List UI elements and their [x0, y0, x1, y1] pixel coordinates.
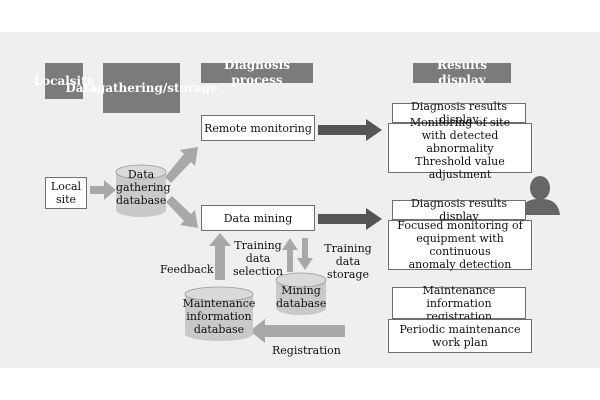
gathering-database-cylinder — [115, 164, 167, 217]
header-diagnosis-process-line: Diagnosis process — [224, 58, 290, 87]
diagnosis-results-body-1-line: with detected abnormality — [421, 128, 499, 155]
registration-label-line: Registration — [272, 344, 341, 357]
diagnosis-results-title-2: Diagnosis results display — [392, 197, 526, 223]
arrow-database-to-remote — [165, 147, 198, 183]
diagnosis-results-title-2-line: Diagnosis results display — [410, 197, 508, 223]
maintenance-work-plan-box-line: work plan — [432, 336, 488, 349]
mining-database-label-line: Mining — [281, 284, 321, 297]
gathering-database-label-line: database — [116, 194, 167, 207]
header-results-display-line: Results display — [437, 58, 487, 87]
gathering-database-label-line: gathering — [116, 181, 171, 194]
data-mining-box: Data mining — [201, 205, 315, 231]
header-data-gathering-line: storage — [167, 80, 218, 95]
person-silhouette-icon — [520, 176, 560, 215]
training-data-selection-label-line: selection — [233, 265, 283, 278]
mining-database-label-line: database — [276, 297, 327, 310]
diagnosis-results-body-2-line: Focused monitoring of — [397, 219, 523, 232]
training-data-selection-label-line: Training — [234, 239, 282, 252]
header-local-site-line: site — [69, 73, 95, 88]
arrow-local-to-database — [90, 180, 116, 200]
header-data-gathering-line: gathering/ — [96, 80, 168, 95]
gathering-database-label-line: Data — [127, 168, 155, 181]
arrow-mining-to-results — [318, 208, 382, 230]
training-data-selection-label-line: data — [245, 252, 271, 265]
bottom-band — [0, 368, 600, 400]
maintenance-database-label-line: Maintenance — [182, 297, 256, 310]
remote-monitoring-box: Remote monitoring — [201, 115, 315, 141]
diagnosis-results-title-1: Diagnosis results display — [392, 100, 526, 126]
feedback-label: Feedback — [160, 263, 214, 276]
training-data-storage-label-line: Training — [324, 242, 372, 255]
local-site-box-line: site — [55, 193, 77, 206]
feedback-label-line: Feedback — [160, 263, 214, 276]
top-band — [0, 0, 600, 32]
diagnosis-results-body-2-line: anomaly detection — [408, 258, 512, 271]
header-local-site-line: Local — [33, 73, 70, 88]
maintenance-database-label-line: database — [193, 323, 245, 336]
maintenance-database-cylinder — [184, 286, 254, 341]
diagnosis-results-body-1-line: Monitoring of site — [409, 115, 511, 129]
arrow-training-selection — [282, 238, 298, 272]
arrow-database-to-mining — [166, 196, 198, 228]
maintenance-registration-title-line: Maintenance — [422, 283, 496, 297]
header-data-gathering-line: Data — [65, 80, 97, 95]
data-mining-box-line: Data mining — [223, 211, 293, 225]
arrow-training-storage — [297, 238, 313, 270]
diagnosis-results-body-2-line: equipment with continuous — [416, 232, 504, 258]
remote-monitoring-box-line: Remote monitoring — [204, 121, 312, 135]
arrow-remote-to-results — [318, 119, 382, 141]
mining-database-cylinder — [275, 272, 327, 315]
arrow-feedback — [209, 233, 231, 280]
training-data-storage-label-line: data storage — [326, 255, 370, 281]
header-results-display: Results display — [413, 58, 511, 87]
header-diagnosis-process: Diagnosis process — [201, 58, 313, 87]
registration-label: Registration — [272, 344, 341, 357]
diagnosis-results-body-1-line: Threshold value adjustment — [415, 154, 505, 181]
maintenance-database-label-line: information — [186, 310, 252, 323]
arrow-registration — [250, 319, 345, 343]
maintenance-work-plan-box-line: Periodic maintenance — [399, 323, 521, 336]
diagnosis-results-title-1-line: Diagnosis results display — [410, 100, 508, 126]
local-site-box-line: Local — [50, 180, 82, 193]
